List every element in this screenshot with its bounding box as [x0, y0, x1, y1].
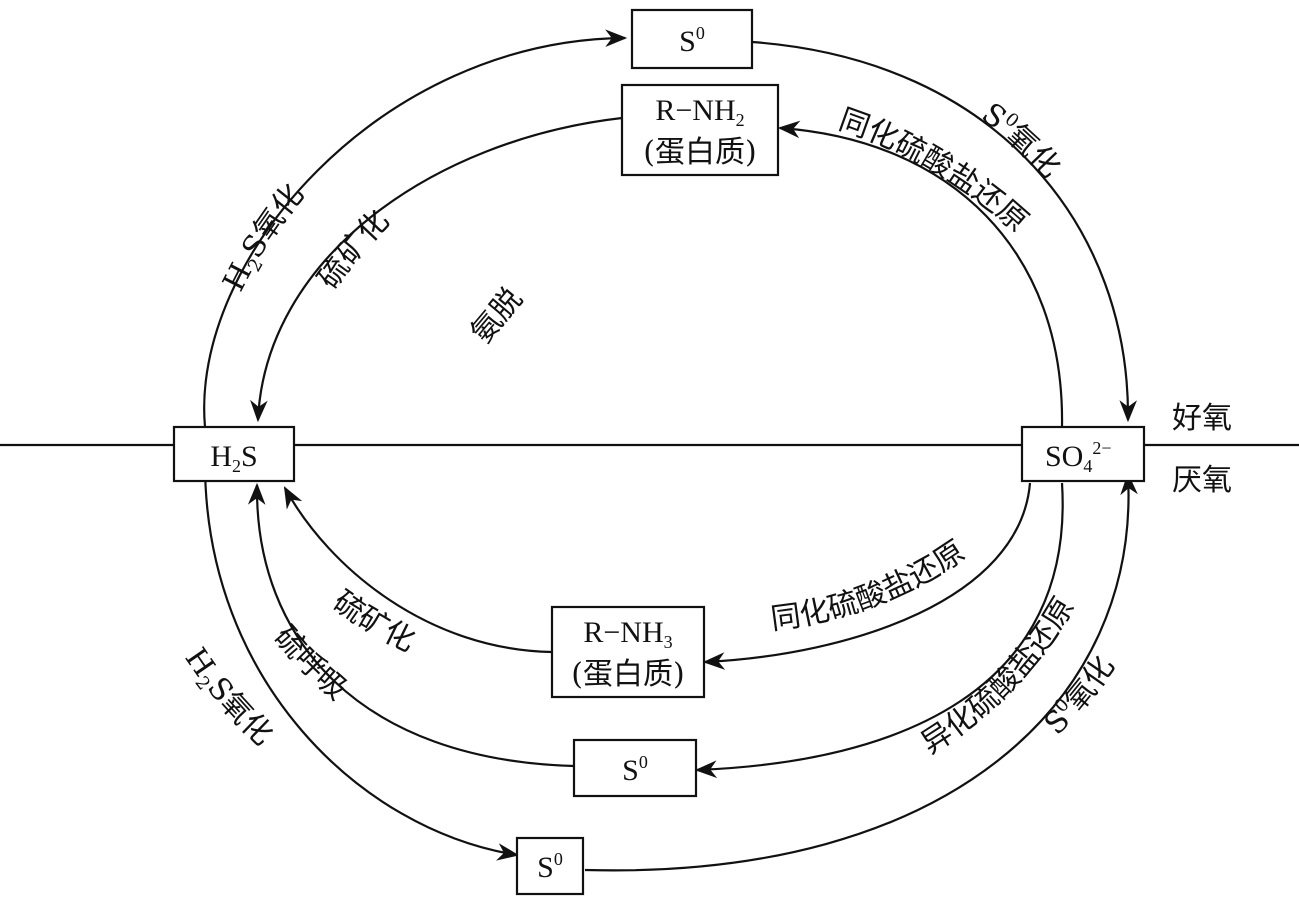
svg-text:S0: S0 [537, 849, 563, 884]
svg-text:S0: S0 [622, 752, 648, 787]
label-s0-oxidation-bottom: S0氧化 [1038, 650, 1122, 742]
svg-text:R−NH2: R−NH2 [655, 94, 744, 130]
svg-text:SO42−: SO42− [1045, 438, 1112, 476]
node-protein-top: R−NH2 (蛋白质) [620, 83, 780, 177]
node-s0-bottom: S0 [515, 836, 585, 896]
label-mineralization-bottom: 硫矿化 [327, 584, 421, 659]
label-h2s-oxidation-top: H2S氧化 [216, 178, 311, 297]
arrow-h2s-to-s0-bottom [203, 462, 520, 861]
arrow-s0-bottom-to-so4 [584, 472, 1138, 872]
label-sulfur-respiration: 硫呼吸 [267, 620, 354, 708]
svg-text:S0: S0 [679, 23, 705, 58]
label-assimilatory-reduction-bottom: 同化硫酸盐还原 [769, 534, 972, 637]
arrow-s0-top-to-so4 [751, 40, 1137, 423]
svg-text:(蛋白质): (蛋白质) [643, 135, 756, 170]
arrow-s0-mid-to-h2s [247, 482, 575, 768]
arrow-protein-top-to-h2s [250, 116, 623, 423]
label-mineralization-top: 硫矿化 [311, 203, 396, 295]
node-s0-mid: S0 [572, 738, 698, 798]
arrow-protein-bottom-to-h2s [283, 486, 553, 654]
arrow-h2s-to-s0-top [203, 29, 628, 428]
zone-anaerobic: 厌氧 [1172, 463, 1232, 498]
arrow-so4-to-s0-mid [694, 482, 1064, 779]
arrow-so4-to-protein-top [777, 120, 1064, 428]
zone-aerobic: 好氧 [1172, 401, 1232, 436]
node-protein-bottom: R−NH3 (蛋白质) [550, 605, 706, 699]
node-so4: SO42− [1020, 425, 1146, 483]
node-h2s: H2S [172, 425, 296, 483]
svg-text:H2S: H2S [210, 440, 257, 476]
label-deamination: 氨脱 [464, 282, 529, 350]
svg-text:(蛋白质): (蛋白质) [571, 657, 684, 692]
label-s0-oxidation-top: S0氧化 [975, 96, 1067, 185]
node-s0-top: S0 [630, 8, 754, 70]
arrow-so4-to-protein-bottom [702, 482, 1032, 670]
svg-text:R−NH3: R−NH3 [583, 616, 672, 652]
